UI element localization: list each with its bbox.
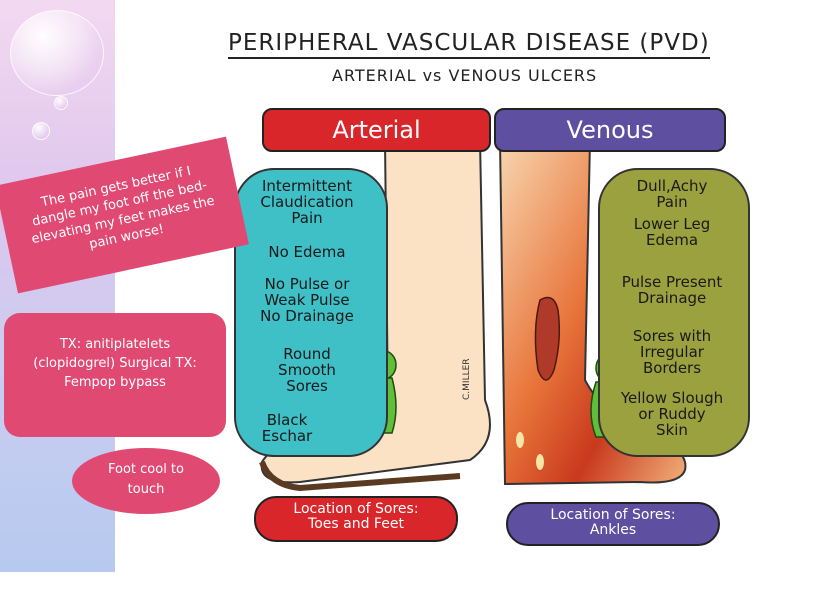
venous-item-pulse: Pulse Present Drainage (621, 273, 723, 307)
venous-item-sores: Sores with Irregular Borders (632, 327, 712, 377)
page-subtitle: ARTERIAL vs VENOUS ULCERS (332, 66, 598, 85)
bubble-decoration (32, 122, 50, 140)
arterial-item-sores: Round Smooth Sores (278, 345, 336, 395)
venous-item-edema: Lower Leg Edema (633, 215, 711, 249)
venous-drip (536, 454, 544, 470)
arterial-toes (259, 460, 461, 492)
venous-item-skin: Yellow Slough or Ruddy Skin (620, 389, 724, 439)
treatment-callout: TX: anitiplatelets (clopidogrel) Surgica… (4, 313, 226, 437)
temperature-callout: Foot cool to touch (72, 448, 220, 514)
arterial-item-claudication: Intermittent Claudication Pain (260, 177, 354, 227)
venous-ulcer (534, 296, 561, 381)
venous-location-label: Location of Sores: Ankles (506, 502, 720, 546)
arterial-item-pulse: No Pulse or Weak Pulse No Drainage (260, 275, 354, 325)
venous-item-pain: Dull,Achy Pain (636, 177, 708, 211)
bubble-decoration (54, 96, 68, 110)
arterial-item-eschar: Black Eschar (261, 411, 313, 445)
arterial-symptom-cloud (234, 168, 388, 457)
arterial-location-label: Location of Sores: Toes and Feet (254, 496, 458, 542)
artist-signature: C.MILLER (462, 358, 472, 400)
arterial-item-edema: No Edema (268, 243, 346, 261)
bubble-decoration (10, 10, 104, 96)
treatment-text: TX: anitiplatelets (clopidogrel) Surgica… (33, 337, 197, 390)
page-title: PERIPHERAL VASCULAR DISEASE (PVD) (228, 30, 710, 59)
venous-drip (516, 432, 524, 448)
venous-symptom-cloud (598, 168, 750, 457)
temperature-text: Foot cool to touch (107, 462, 184, 497)
venous-heading: Venous (494, 108, 726, 152)
arterial-heading: Arterial (262, 108, 491, 152)
